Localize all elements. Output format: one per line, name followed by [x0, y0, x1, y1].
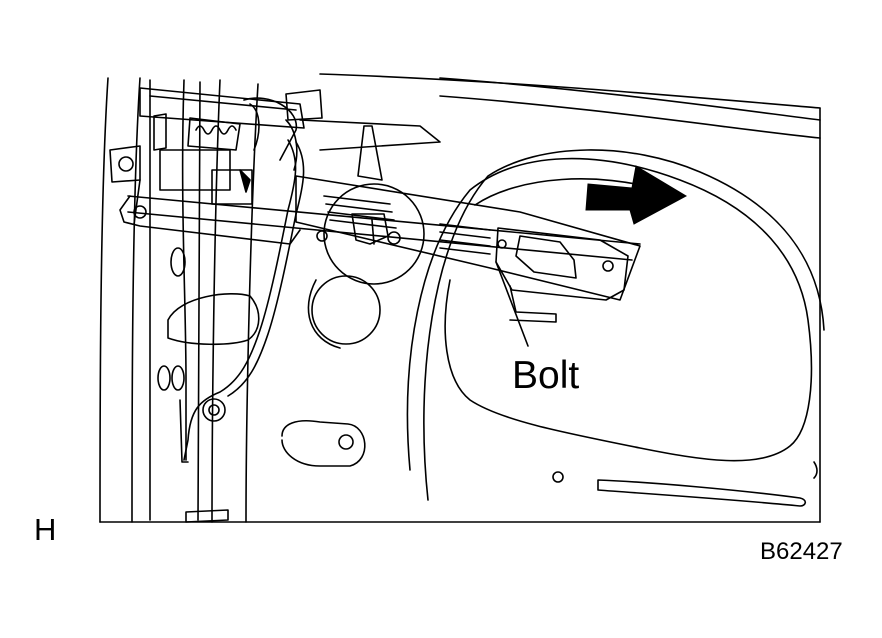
- detail-circle: [316, 183, 425, 285]
- callout-leader-line: [495, 261, 529, 347]
- arrow-right-icon: [585, 165, 688, 225]
- bolt-label: Bolt: [512, 354, 580, 397]
- door-frame-outline: [99, 73, 821, 523]
- view-letter: H: [34, 512, 57, 547]
- vent-slots: [323, 195, 491, 255]
- bolt-bracket: [495, 227, 629, 323]
- vertical-pillar: [149, 79, 260, 523]
- regulator-rail: [109, 145, 641, 301]
- regulator-cable: [183, 139, 305, 461]
- figure-code: B62427: [760, 538, 843, 565]
- upper-mechanism: [139, 87, 441, 205]
